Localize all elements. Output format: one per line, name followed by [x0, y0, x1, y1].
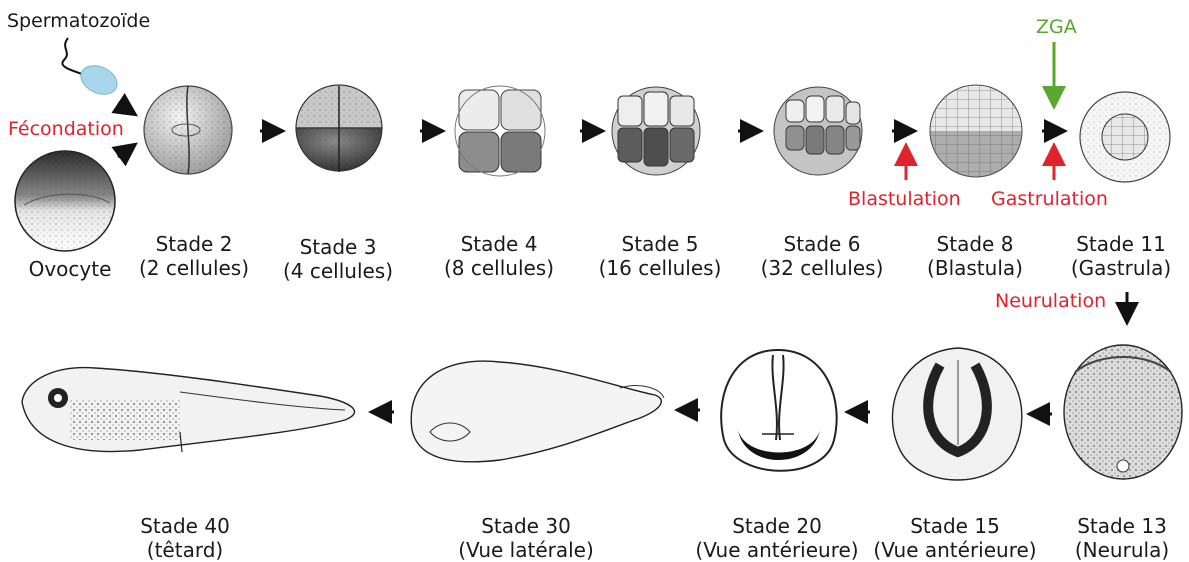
stage-label-5: Stade 5 (16 cellules) — [599, 232, 722, 280]
stage-label-2: Stade 2 (2 cellules) — [139, 232, 249, 280]
stage-name: Stade 13 — [1075, 514, 1169, 538]
stage-name: Stade 11 — [1071, 232, 1171, 256]
stage-8-embryo — [930, 85, 1022, 177]
stage-detail: (4 cellules) — [283, 259, 393, 283]
blastulation-label: Blastulation — [848, 188, 961, 210]
stage-40-tadpole — [22, 368, 355, 452]
zga-label: ZGA — [1036, 16, 1077, 38]
stage-label-6: Stade 6 (32 cellules) — [761, 232, 884, 280]
stage-label-15: Stade 15 (Vue antérieure) — [873, 514, 1036, 562]
stage-detail: (Vue antérieure) — [695, 538, 858, 562]
stage-name: Stade 4 — [444, 232, 554, 256]
stage-name: Stade 15 — [873, 514, 1036, 538]
stage-detail: (8 cellules) — [444, 256, 554, 280]
stage-label-4: Stade 4 (8 cellules) — [444, 232, 554, 280]
stage-detail: (Vue antérieure) — [873, 538, 1036, 562]
stage-label-11: Stade 11 (Gastrula) — [1071, 232, 1171, 280]
stage-11-embryo — [1080, 92, 1170, 182]
stage-6-embryo — [774, 87, 862, 175]
stage-name: Stade 5 — [599, 232, 722, 256]
stage-label-20: Stade 20 (Vue antérieure) — [695, 514, 858, 562]
stage-label-30: Stade 30 (Vue latérale) — [458, 514, 594, 562]
stage-name: Stade 40 — [140, 514, 230, 538]
stage-2-embryo — [144, 86, 232, 174]
gastrulation-label: Gastrulation — [991, 188, 1108, 210]
stage-name: Ovocyte — [29, 257, 112, 281]
stage-detail: (Neurula) — [1075, 538, 1169, 562]
stage-30-embryo — [411, 361, 664, 462]
stage-13-embryo — [1064, 345, 1182, 479]
stage-detail: (16 cellules) — [599, 256, 722, 280]
stage-detail: (2 cellules) — [139, 256, 249, 280]
stage-name: Stade 6 — [761, 232, 884, 256]
stage-name: Stade 3 — [283, 235, 393, 259]
stage-detail: (Vue latérale) — [458, 538, 594, 562]
stage-name: Stade 8 — [927, 232, 1023, 256]
stage-detail: (têtard) — [140, 538, 230, 562]
stage-5-embryo — [612, 87, 700, 175]
stage-detail: (32 cellules) — [761, 256, 884, 280]
stage-4-embryo — [455, 86, 545, 176]
stage-20-embryo — [721, 350, 837, 471]
fertilization-label: Fécondation — [8, 118, 124, 140]
ovocyte-illustration — [15, 151, 115, 251]
stage-label-ovocyte: Ovocyte — [29, 257, 112, 281]
stage-name: Stade 30 — [458, 514, 594, 538]
stage-3-embryo — [296, 85, 382, 172]
stage-name: Stade 2 — [139, 232, 249, 256]
neurulation-label: Neurulation — [995, 290, 1106, 312]
fertilization-arrow-top — [118, 103, 133, 113]
sperm-label: Spermatozoïde — [7, 10, 150, 32]
sperm-illustration — [62, 38, 121, 100]
fertilization-arrow-bottom — [118, 146, 133, 157]
stage-name: Stade 20 — [695, 514, 858, 538]
stage-label-13: Stade 13 (Neurula) — [1075, 514, 1169, 562]
stage-label-40: Stade 40 (têtard) — [140, 514, 230, 562]
stage-15-embryo — [892, 348, 1021, 480]
stage-detail: (Gastrula) — [1071, 256, 1171, 280]
stage-detail: (Blastula) — [927, 256, 1023, 280]
stage-label-3: Stade 3 (4 cellules) — [283, 235, 393, 283]
stage-label-8: Stade 8 (Blastula) — [927, 232, 1023, 280]
